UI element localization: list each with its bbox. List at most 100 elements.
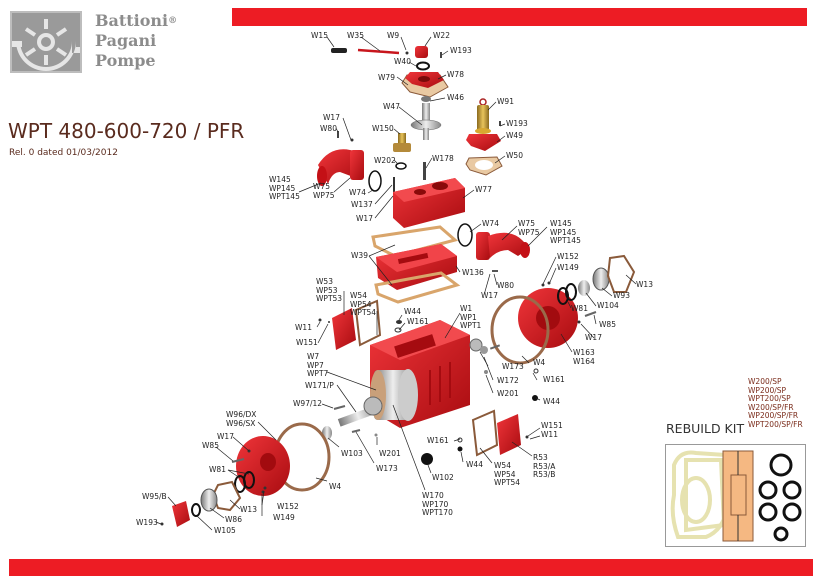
- valve-w47-part: [410, 103, 442, 140]
- callout-w13: W13: [240, 505, 257, 514]
- callout-r53: R53 R53/A R53/B: [533, 453, 556, 479]
- callout-w161: W161: [407, 317, 429, 326]
- cover-w53-part: [332, 308, 356, 350]
- rebuild-kit-image: [665, 444, 806, 547]
- plug-part: [532, 395, 538, 401]
- callout-w15: W15: [311, 31, 328, 40]
- callout-w40: W40: [394, 57, 411, 66]
- callout-w161: W161: [427, 436, 449, 445]
- callout-w44: W44: [404, 307, 421, 316]
- oring-part: [457, 223, 473, 247]
- callout-w104: W104: [597, 301, 619, 310]
- callout-w44: W44: [466, 460, 483, 469]
- brand-logo: [10, 11, 82, 73]
- gasket-w54-right-part: [471, 409, 499, 457]
- footer-red-bar: [9, 559, 813, 576]
- screw-part: [337, 131, 339, 138]
- gasket-w13-part: [606, 254, 636, 293]
- callout-w85: W85: [202, 441, 219, 450]
- key-part: [333, 405, 346, 410]
- screw-part: [351, 429, 361, 433]
- callout-w75: W75 WP75: [518, 219, 540, 237]
- brand-line-3: Pompe: [95, 51, 156, 70]
- callout-w49: W49: [506, 131, 523, 140]
- screw-part: [577, 320, 581, 324]
- callout-w80: W80: [497, 281, 514, 290]
- oring-part: [565, 283, 577, 301]
- callout-w173: W173: [376, 464, 398, 473]
- elbow-w145-right-part: [476, 232, 530, 260]
- callout-w86: W86: [225, 515, 242, 524]
- cap-w102-part: [421, 453, 433, 465]
- pump-wheel-logo-icon: [12, 13, 80, 71]
- callout-w17: W17: [217, 432, 234, 441]
- callout-w149: W149: [557, 263, 579, 272]
- callout-w47: W47: [383, 102, 400, 111]
- callout-w193: W193: [136, 518, 158, 527]
- valve-w173-part: [469, 338, 488, 354]
- callout-w7: W7 WP7 WPT7: [307, 352, 329, 378]
- gasket-w39-lower-part: [374, 271, 461, 304]
- screw-part: [231, 458, 245, 463]
- screw-part: [525, 435, 529, 439]
- screw-part: [328, 321, 330, 323]
- callout-w103: W103: [341, 449, 363, 458]
- callout-w80: W80: [320, 124, 337, 133]
- callout-w151: W151: [541, 421, 563, 430]
- callout-w11: W11: [541, 430, 558, 439]
- callout-w96: W96/DX W96/SX: [226, 410, 257, 428]
- callout-w91: W91: [497, 97, 514, 106]
- oring-part: [243, 471, 255, 489]
- callout-w202: W202: [374, 156, 396, 165]
- washer-part: [457, 437, 463, 443]
- callout-w136: W136: [462, 268, 484, 277]
- callout-w145: W145 WP145 WPT145: [550, 219, 581, 245]
- valve-w150-part: [393, 133, 411, 152]
- screw-part: [492, 270, 498, 272]
- callout-w105: W105: [214, 526, 236, 535]
- callout-w9: W9: [387, 31, 400, 40]
- callout-w201: W201: [379, 449, 401, 458]
- callout-w102: W102: [432, 473, 454, 482]
- screw-part: [440, 52, 442, 58]
- plug-part: [331, 48, 347, 53]
- callout-w13: W13: [636, 280, 653, 289]
- callout-w4: W4: [533, 358, 546, 367]
- callout-w17: W17: [356, 214, 373, 223]
- plug-part: [457, 446, 463, 452]
- callout-w85: W85: [599, 320, 616, 329]
- screw-part: [160, 522, 164, 526]
- callout-w81: W81: [209, 465, 226, 474]
- callout-w152: W152: [277, 502, 299, 511]
- callout-w178: W178: [432, 154, 454, 163]
- gasket-w54-left-part: [354, 299, 382, 347]
- valve-w91-part: [475, 98, 491, 134]
- screw-part: [350, 138, 354, 142]
- flange-w95-part: [172, 501, 190, 527]
- registered-mark: ®: [168, 16, 178, 26]
- callout-w78: W78: [447, 70, 464, 79]
- cap-part: [405, 46, 428, 58]
- callout-w137: W137: [351, 200, 373, 209]
- callout-w17: W17: [481, 291, 498, 300]
- shaft-w171-part: [337, 396, 383, 427]
- kit-code: WP200/SP: [748, 385, 787, 395]
- screw-part: [541, 283, 545, 287]
- kit-code: WPT200/SP: [748, 394, 791, 404]
- callout-w35: W35: [347, 31, 364, 40]
- cover-r53-part: [497, 414, 521, 455]
- callout-w74: W74: [349, 188, 366, 197]
- callout-w171-p: W171/P: [305, 381, 334, 390]
- callout-w149: W149: [273, 513, 295, 522]
- kit-code: WP200/SP/FR: [748, 411, 799, 421]
- bearing-w93-part: [592, 267, 610, 291]
- callout-w161: W161: [543, 375, 565, 384]
- screw-part: [484, 370, 488, 374]
- callout-w81: W81: [571, 304, 588, 313]
- head-w77-part: [393, 178, 465, 228]
- callout-w74: W74: [482, 219, 499, 228]
- callout-w53: W53 WP53 WPT53: [316, 277, 343, 303]
- callout-w170: W170 WP170 WPT170: [422, 491, 453, 517]
- callout-w1: W1 WP1 WPT1: [460, 304, 482, 330]
